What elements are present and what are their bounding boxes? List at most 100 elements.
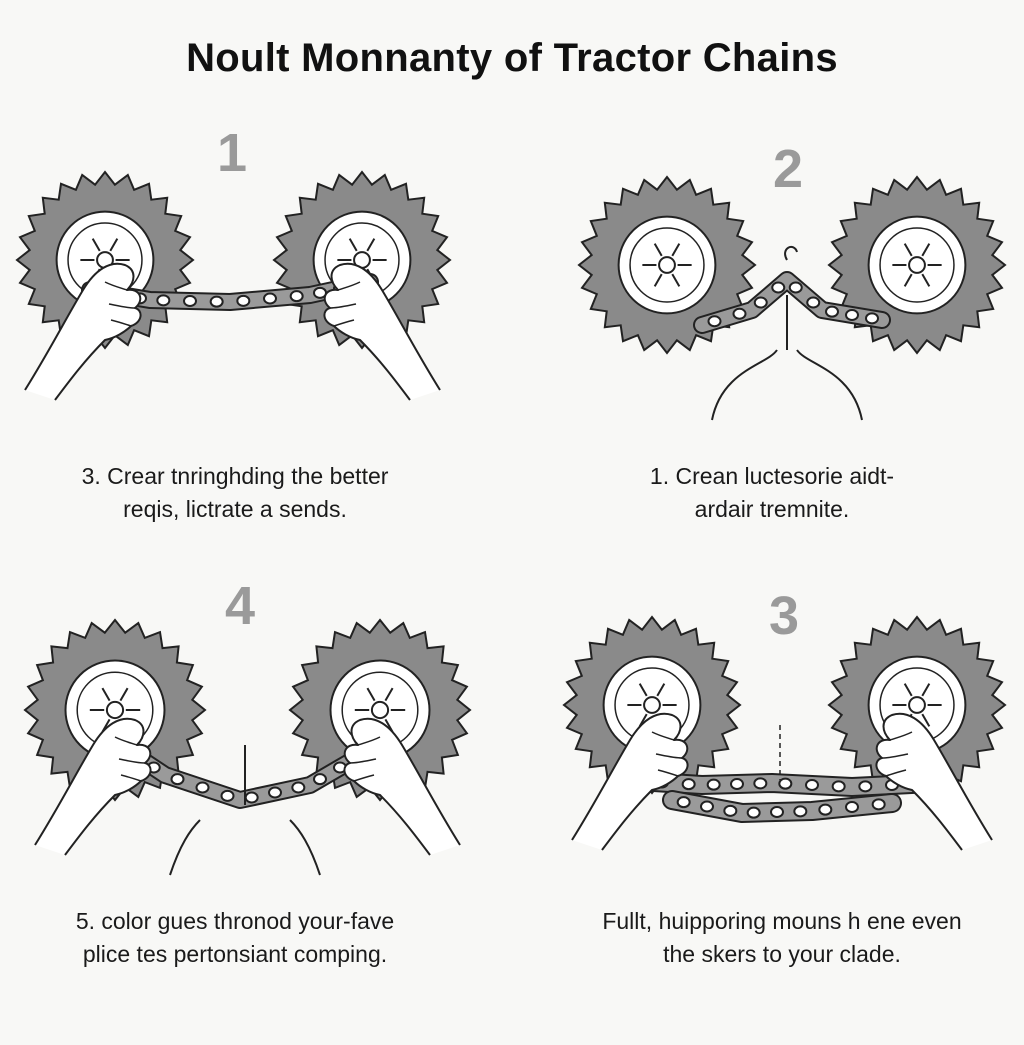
chain-link (871, 798, 886, 811)
chain-link (676, 796, 691, 809)
caption-line: the skers to your clade. (663, 941, 901, 967)
tire-chain-illustration (577, 175, 1007, 421)
hub-spoke (903, 273, 913, 287)
tire (577, 175, 757, 355)
hand (343, 717, 461, 856)
chain-link (845, 309, 859, 321)
chain-link (845, 801, 859, 813)
caption-line: 5. color gues thronod your-fave (75, 908, 395, 934)
hub-spoke (91, 238, 101, 252)
hook (784, 245, 798, 261)
hand (323, 262, 441, 401)
hub-spoke (101, 687, 111, 702)
hand (571, 712, 689, 851)
chain-link (681, 778, 696, 791)
chain-link (289, 290, 304, 303)
cable (711, 349, 863, 421)
finger-lines (104, 281, 136, 327)
cable (169, 819, 321, 876)
chain-link (220, 789, 235, 802)
chain-link (195, 781, 210, 794)
chain-link (753, 777, 768, 790)
chain-link (771, 281, 786, 294)
chain-link (244, 791, 259, 804)
caption-line: ardair tremnite. (694, 496, 850, 522)
chain-link (831, 780, 846, 793)
chain-link (753, 296, 768, 309)
chain-link (805, 779, 819, 791)
hand-outline (24, 262, 142, 401)
chain-link (291, 781, 306, 794)
finger-lines (651, 731, 683, 777)
step-number: 1 (216, 123, 248, 183)
chain-link (268, 786, 282, 799)
chain-link (723, 804, 738, 817)
hub (658, 256, 676, 274)
chain-body (614, 772, 940, 795)
page-title: Noult Monnanty of Tractor Chains (186, 36, 838, 80)
step-number: 4 (224, 576, 256, 636)
chain-link (858, 780, 873, 793)
chain (693, 271, 891, 334)
hand (34, 717, 152, 856)
hub-spoke (656, 683, 666, 697)
hand-outline (875, 712, 993, 851)
chain-link (706, 778, 721, 791)
caption-line: 3. Crear tnringhding the better (81, 463, 389, 489)
hub-spoke (671, 273, 681, 287)
rim-inner (879, 227, 955, 303)
chain-link (209, 295, 224, 308)
step-number: 2 (772, 139, 804, 199)
hub-spoke (384, 687, 394, 702)
step-caption: Fullt, huipporing mouns h ene even the s… (552, 905, 1012, 971)
chain-link (793, 805, 808, 818)
tire (827, 615, 1007, 795)
tire-chain-illustration (23, 618, 472, 876)
chain-link (156, 294, 171, 307)
chain-link (730, 778, 744, 790)
step-number: 3 (768, 586, 800, 646)
chain-link (263, 292, 277, 305)
hand (875, 712, 993, 851)
step-panel-2: 2 1. Crean luctesorie aidt- ardair tremn… (512, 110, 1024, 580)
rim (867, 215, 967, 315)
hub-spoke (903, 683, 913, 697)
finger-lines (329, 281, 361, 327)
chain-link (865, 312, 879, 325)
hub-spoke (638, 683, 648, 697)
hub-spoke (921, 713, 931, 727)
step-caption: 3. Crear tnringhding the better reqis, l… (0, 460, 470, 526)
chain (111, 736, 379, 809)
hand-outline (323, 262, 441, 401)
caption-line: 1. Crean luctesorie aidt- (649, 463, 895, 489)
chain-link (746, 806, 761, 819)
hub-spoke (653, 243, 663, 257)
chain-link (707, 315, 722, 328)
chain-link (236, 294, 251, 307)
hub-spoke (366, 238, 376, 252)
chain-link (825, 305, 839, 318)
hub (105, 700, 125, 720)
hand (24, 262, 142, 401)
hub-spoke (119, 687, 129, 702)
chain-link (770, 806, 784, 818)
hub-spoke (671, 243, 681, 257)
chain-link (788, 281, 803, 294)
chain-link (183, 295, 197, 307)
hub (908, 256, 926, 274)
hub (643, 696, 661, 714)
chain-link (732, 307, 747, 320)
hub-spoke (109, 238, 119, 252)
step-panel-3: 4 5. color gues thronod your-fave plice … (0, 575, 512, 1045)
finger-lines (114, 736, 146, 782)
step-panel-1: 1 3. Crear tnringhding the better reqis,… (0, 110, 512, 580)
chain-link (818, 803, 833, 816)
rim-inner (629, 227, 705, 303)
hand-outline (571, 712, 689, 851)
tire (827, 175, 1007, 355)
caption-line: plice tes pertonsiant comping. (82, 941, 388, 967)
hub (908, 696, 926, 714)
chain-link (778, 777, 793, 790)
chain-link (700, 800, 714, 813)
tire-chain-illustration (15, 170, 452, 401)
